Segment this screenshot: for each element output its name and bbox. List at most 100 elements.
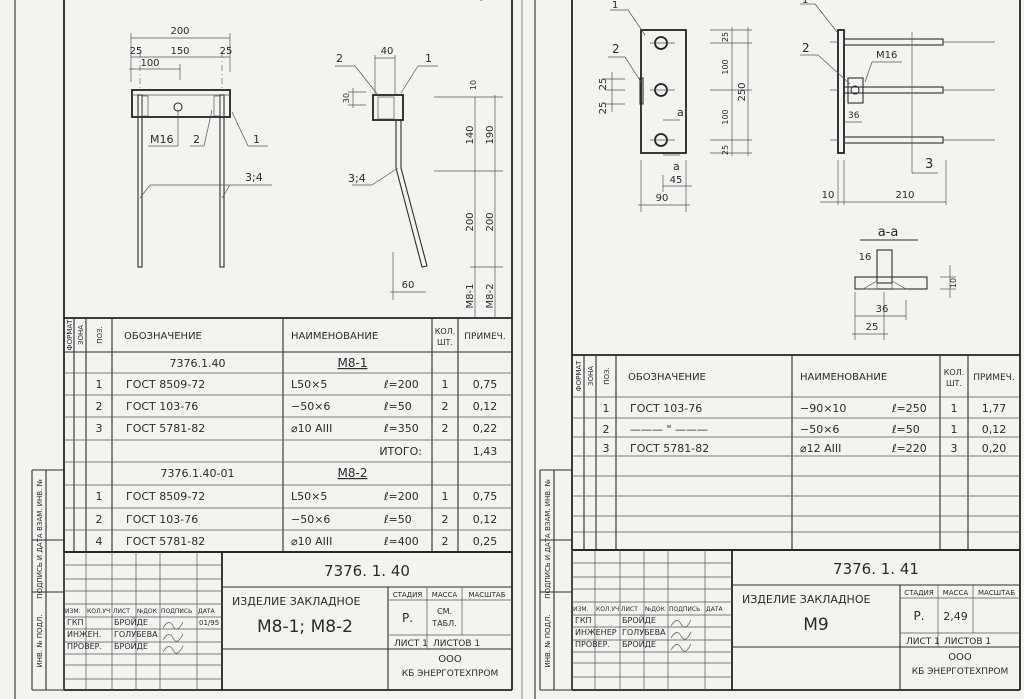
- spec-row-length: ℓ=350: [383, 422, 419, 435]
- weld-label: 36: [848, 111, 860, 121]
- spec-header-name: НАИМЕНОВАНИЕ: [800, 372, 887, 383]
- side-strip-label: ИНВ. № ПОДЛ.: [36, 615, 44, 668]
- spec-row-note: 0,12: [473, 400, 498, 413]
- leader: [624, 56, 642, 83]
- spec-total-value: 1,49: [473, 0, 498, 3]
- spec-header-note: ПРИМЕЧ.: [973, 373, 1014, 383]
- signature-column-header: ДАТА: [706, 606, 723, 613]
- dim-label: 25: [598, 78, 609, 91]
- side-strip-label: ВЗАМ. ИНВ. №: [36, 479, 44, 531]
- spec-row-note: 0,12: [982, 423, 1007, 436]
- spec-row-designation: ГОСТ 5781-82: [630, 442, 709, 455]
- callout-pos2: 2: [336, 52, 343, 65]
- spec-row-name: L50×5: [291, 490, 327, 503]
- spec-total-label: ИТОГО:: [379, 445, 422, 458]
- spec-header-name: НАИМЕНОВАНИЕ: [291, 331, 378, 342]
- signature-column-header: ЛИСТ: [113, 608, 130, 615]
- dim-label: 25: [598, 102, 609, 115]
- spec-row-pos: 2: [603, 423, 610, 436]
- signature-date: 01/95: [199, 619, 219, 627]
- stage-header: СТАДИЯ: [904, 589, 934, 597]
- dim-label: 40: [381, 46, 394, 57]
- spec-row-length: ℓ=200: [383, 490, 419, 503]
- anchor-bar-right: [219, 94, 225, 268]
- spec-row-designation: ГОСТ 8509-72: [126, 490, 205, 503]
- dim-label: 25: [220, 46, 233, 57]
- signature-column-header: №ДОК: [645, 606, 666, 613]
- leader: [817, 54, 851, 85]
- callout-pos3: 3: [925, 157, 933, 172]
- dim-label: 200: [170, 26, 189, 37]
- callout-pos1: 1: [802, 0, 808, 6]
- dim-label: 36: [876, 304, 889, 315]
- dim-label: 10: [822, 190, 835, 201]
- dim-label: 140: [465, 125, 476, 144]
- dim-label: 25: [721, 145, 730, 155]
- spec-row-name: −50×6: [291, 513, 330, 526]
- dim-label: 90: [656, 193, 669, 204]
- spec-row-pos: 1: [96, 378, 103, 391]
- drawing-code: 7376. 1. 41: [833, 560, 919, 578]
- spec-header-pos: ПОЗ.: [96, 326, 104, 344]
- drawing-title: ИЗДЕЛИЕ ЗАКЛАДНОЕ: [232, 595, 360, 608]
- stud-m16: [173, 102, 183, 112]
- spec-row-length: ℓ=400: [383, 535, 419, 548]
- spec-row-pos: 1: [96, 490, 103, 503]
- callout-pos3-4: 3;4: [245, 171, 263, 184]
- plate-pos2: [141, 95, 149, 117]
- spec-row-name: ⌀12 AIII: [800, 442, 841, 455]
- spec-row-qty: 2: [442, 400, 449, 413]
- spec-row-name: −50×6: [291, 400, 330, 413]
- signature-name: БРОЙДЕ: [622, 614, 656, 625]
- callout-pos1: 1: [425, 52, 432, 65]
- sheet-number: ЛИСТ 1: [906, 637, 940, 647]
- spec-row-qty: 1: [951, 423, 958, 436]
- spec-header-zone: ЗОНА: [77, 325, 85, 345]
- spec-row-designation: ГОСТ 103-76: [126, 400, 198, 413]
- leader: [814, 3, 838, 33]
- spec-group-designation: 7376.1.40: [170, 357, 226, 370]
- signature-column-header: ПОДПИСЬ: [161, 608, 192, 615]
- sheets-total: ЛИСТОВ 1: [944, 637, 991, 647]
- spec-row-note: 1,77: [982, 402, 1007, 415]
- signature-role: ГКП: [67, 618, 84, 627]
- spec-row-length: ℓ=200: [383, 378, 419, 391]
- signature-role: ПРОВЕР.: [67, 642, 102, 651]
- leader: [139, 184, 151, 199]
- side-plate: [377, 96, 395, 120]
- callout-pos1: 1: [253, 133, 260, 146]
- spec-row-designation: ГОСТ 5781-82: [126, 535, 205, 548]
- organization-name: КБ ЭНЕРГОТЕХПРОМ: [912, 667, 1009, 677]
- drawing-marks: М9: [803, 615, 828, 635]
- callout-pos1: 1: [612, 0, 618, 11]
- spec-row-qty: 1: [442, 378, 449, 391]
- signature-name: БРОЙДЕ: [114, 640, 148, 651]
- leader: [231, 111, 249, 147]
- spec-header-format: ФОРМАТ: [575, 360, 583, 392]
- spec-group-designation: 7376.1.40-01: [161, 467, 235, 480]
- callout-m16: М16: [150, 133, 174, 146]
- spec-row-name: L50×5: [291, 378, 327, 391]
- signature-role: ИНЖЕНЕР: [575, 628, 617, 637]
- spec-group-name: М8-2: [338, 466, 368, 480]
- plate-pos1: [640, 29, 687, 154]
- dim-label: 25: [721, 32, 730, 42]
- spec-row-pos: 3: [603, 442, 610, 455]
- signature-column-header: ЛИСТ: [621, 606, 638, 613]
- spec-row-pos: 2: [96, 513, 103, 526]
- side-strip-label: ПОДПИСЬ И ДАТА: [544, 533, 552, 599]
- spec-header-pos: ПОЗ.: [603, 367, 611, 385]
- drawing-title: ИЗДЕЛИЕ ЗАКЛАДНОЕ: [742, 593, 870, 606]
- variant-label: М8-2: [485, 284, 496, 309]
- spec-row-length: ℓ=50: [383, 513, 412, 526]
- spec-row-name: ⌀10 AIII: [291, 422, 332, 435]
- dim-label: 100: [140, 58, 159, 69]
- dim-label: 25: [130, 46, 143, 57]
- weld-fillet: [861, 280, 878, 290]
- variant-label: М8-1: [465, 284, 476, 309]
- spec-row-qty: 2: [442, 513, 449, 526]
- spec-row-designation: ГОСТ 5781-82: [126, 422, 205, 435]
- spec-row-pos: 2: [96, 400, 103, 413]
- callout-m16: М16: [876, 50, 897, 61]
